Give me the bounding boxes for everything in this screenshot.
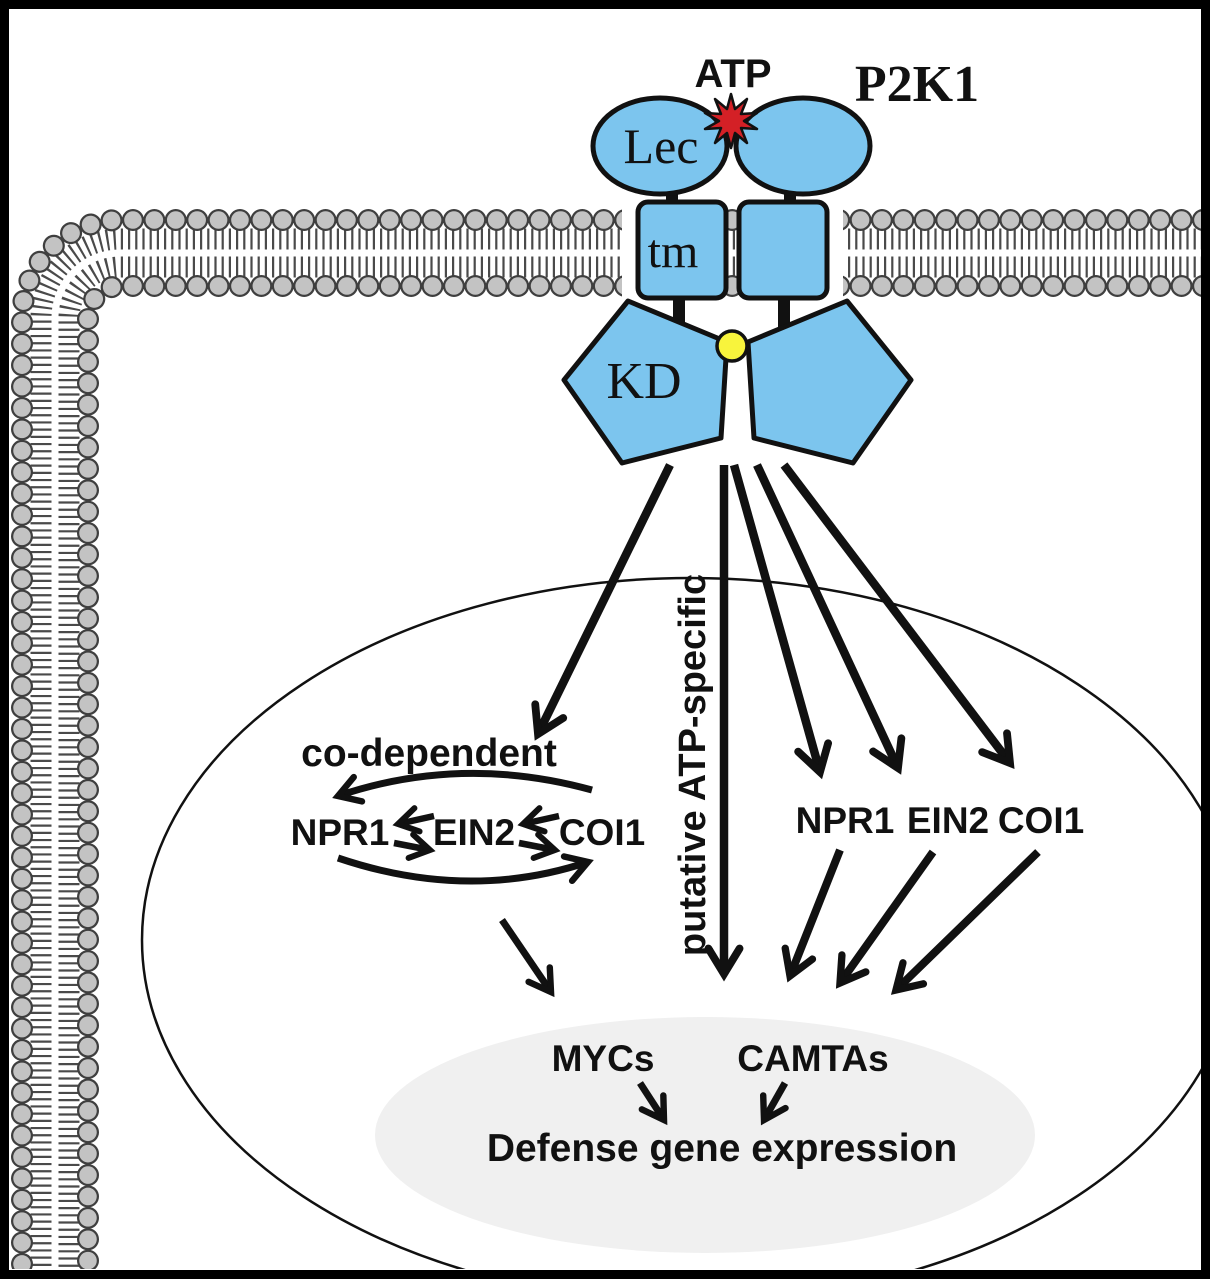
stalk-tm-kd-right [778,294,790,328]
atp-specific-arrows [781,848,1041,995]
defense-gene-expression-label: Defense gene expression [487,1127,957,1170]
cycle-harpoons [392,805,561,861]
arrow-coi1-to-genes [890,849,1041,995]
lipid-heads-inner [79,277,1201,1269]
kd-domain-label: KD [606,353,681,410]
phosphosite-dot [715,329,749,363]
tm-domain-label: tm [648,225,699,278]
mycs-label: MYCs [552,1038,655,1079]
lec-domain-left [590,95,730,197]
tm-domain-right [736,199,830,301]
harpoon-coi1-to-ein2 [517,805,560,835]
arrow-camtas-to-expression [759,1081,789,1126]
ligand-label: ATP [694,52,771,96]
kd-domain-right [745,298,914,466]
arrow-kd-to-npr1 [729,463,833,780]
p2k1-receptor [561,92,914,466]
tm-halo-left [622,199,638,301]
arrow-kd-to-codependent [531,463,674,741]
lipid-tails-outer-leaflet [30,228,1201,1269]
cycle-node-ein2: EIN2 [433,812,515,853]
lec-domain-right [733,95,873,197]
target-ein2: EIN2 [907,800,989,841]
arrow-cycle-to-mycs [499,918,555,998]
arrow-kd-to-coi1 [780,462,1015,769]
harpoon-ein2-to-npr1 [392,805,435,835]
arrow-ein2-to-genes [835,849,937,989]
plasma-membrane [11,209,1201,1269]
nucleolus [375,1017,1035,1253]
tm-domain-left [635,199,729,301]
target-coi1: COI1 [998,800,1084,841]
lipid-tails-inner-leaflet [58,256,1201,1269]
arrow-kd-to-ein2 [753,463,906,775]
kd-domain-left [561,298,730,466]
arrow-npr1-to-genes [781,848,844,983]
arrow-mycs-to-expression [637,1081,668,1126]
cycle-arc-bottom [336,853,594,885]
atp-specific-label: putative ATP-specific [672,574,714,956]
cycle-arc-top [332,769,593,805]
atp-star-icon [703,92,759,150]
kd-signal-arrows [531,462,1015,982]
harpoon-ein2-to-coi1 [518,831,561,861]
tm-halo-right [827,199,843,301]
codependent-cycle [332,769,594,998]
lipid-heads-outer [13,211,1201,1269]
target-npr1: NPR1 [796,800,895,841]
cycle-node-coi1: COI1 [559,812,645,853]
receptor-title: P2K1 [855,56,979,113]
cycle-node-npr1: NPR1 [291,812,390,853]
lec-domain-label: Lec [624,118,699,174]
codependent-heading: co-dependent [301,732,557,775]
camtas-label: CAMTAs [737,1038,888,1079]
harpoon-npr1-to-ein2 [393,831,436,861]
